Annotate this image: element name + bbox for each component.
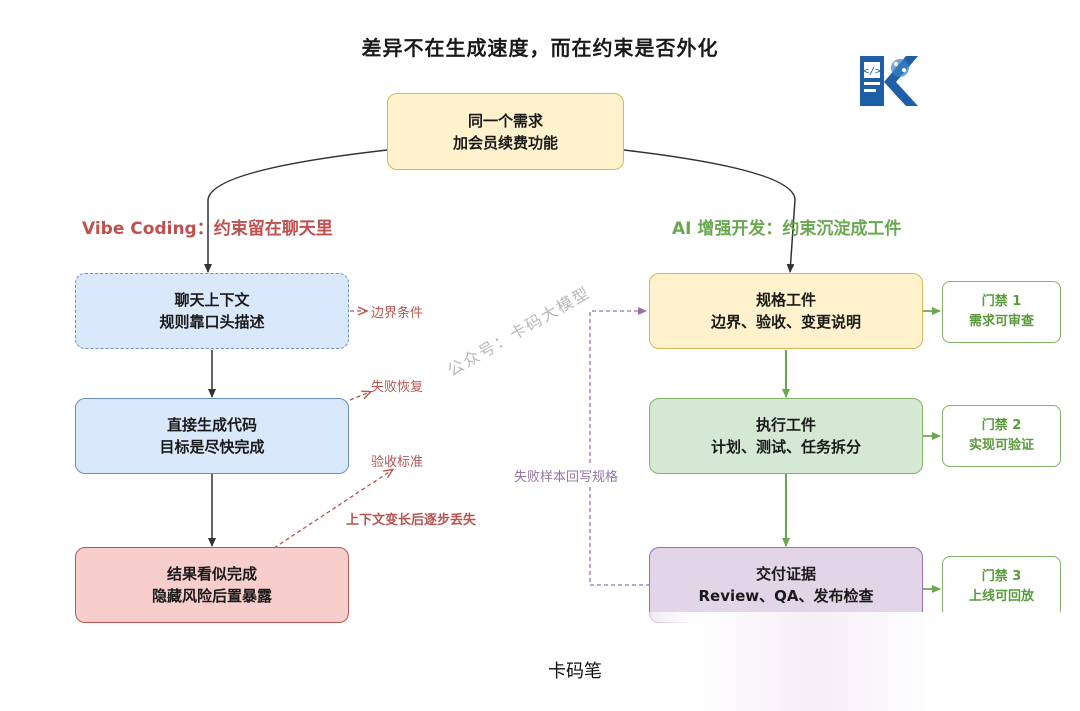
edge-note-recovery (349, 392, 370, 401)
root-requirement-box: 同一个需求 加会员续费功能 (387, 93, 624, 170)
gate-1-box: 门禁 1 需求可审查 (942, 281, 1061, 343)
left-box-generate-code: 直接生成代码 目标是尽快完成 (75, 398, 349, 474)
gate-1-line2: 需求可审查 (968, 314, 1034, 329)
edge-note-acceptance (273, 470, 392, 549)
right-heading: AI 增强开发：约束沉淀成工件 (672, 219, 902, 239)
gate-2-box: 门禁 2 实现可验证 (942, 405, 1061, 467)
gate-3-box: 门禁 3 上线可回放 (942, 556, 1061, 618)
left-box-chat-context: 聊天上下文 规则靠口头描述 (75, 273, 349, 349)
note-recovery: 失败恢复 (371, 380, 424, 395)
svg-text:</>: </> (863, 66, 881, 77)
gate-3-line2: 上线可回放 (968, 589, 1034, 604)
right-box-spec-artifact: 规格工件 边界、验收、变更说明 (649, 273, 923, 349)
right-box-1-line1: 规格工件 (755, 291, 816, 309)
footer-text: 卡码笔 (548, 661, 602, 682)
k-code-logo-icon: </> (860, 52, 918, 110)
left-box-1-line2: 规则靠口头描述 (159, 313, 265, 331)
right-box-exec-artifact: 执行工件 计划、测试、任务拆分 (649, 398, 923, 474)
right-box-3-line1: 交付证据 (755, 565, 816, 583)
left-box-1-line1: 聊天上下文 (174, 291, 250, 309)
root-line1: 同一个需求 (467, 111, 543, 130)
right-box-2-line2: 计划、测试、任务拆分 (710, 438, 861, 456)
footer-fade-overlay (598, 612, 1080, 711)
edge-root-right (623, 149, 796, 273)
left-box-result: 结果看似完成 隐藏风险后置暴露 (75, 547, 349, 623)
gate-2-line2: 实现可验证 (968, 438, 1034, 453)
left-box-2-line1: 直接生成代码 (166, 416, 257, 434)
gate-2-line1: 门禁 2 (981, 418, 1022, 433)
feedback-label: 失败样本回写规格 (514, 466, 619, 485)
right-box-1-line2: 边界、验收、变更说明 (710, 313, 861, 331)
note-boundary: 边界条件 (371, 306, 424, 321)
edge-feedback (589, 307, 650, 586)
root-line2: 加会员续费功能 (452, 133, 558, 152)
gate-3-line1: 门禁 3 (981, 569, 1022, 584)
right-box-2-line1: 执行工件 (755, 416, 816, 434)
edge-root-left (204, 149, 388, 273)
left-box-3-line1: 结果看似完成 (166, 565, 257, 583)
right-box-3-line2: Review、QA、发布检查 (698, 587, 874, 605)
right-box-delivery-evidence: 交付证据 Review、QA、发布检查 (649, 547, 923, 623)
left-heading: Vibe Coding：约束留在聊天里 (82, 219, 333, 239)
left-box-2-line2: 目标是尽快完成 (159, 438, 265, 456)
gate-1-line1: 门禁 1 (981, 294, 1022, 309)
note-acceptance: 验收标准 (371, 455, 424, 470)
note-context-loss: 上下文变长后逐步丢失 (346, 513, 477, 528)
left-box-3-line2: 隐藏风险后置暴露 (151, 587, 272, 605)
page-title: 差异不在生成速度，而在约束是否外化 (361, 36, 719, 60)
